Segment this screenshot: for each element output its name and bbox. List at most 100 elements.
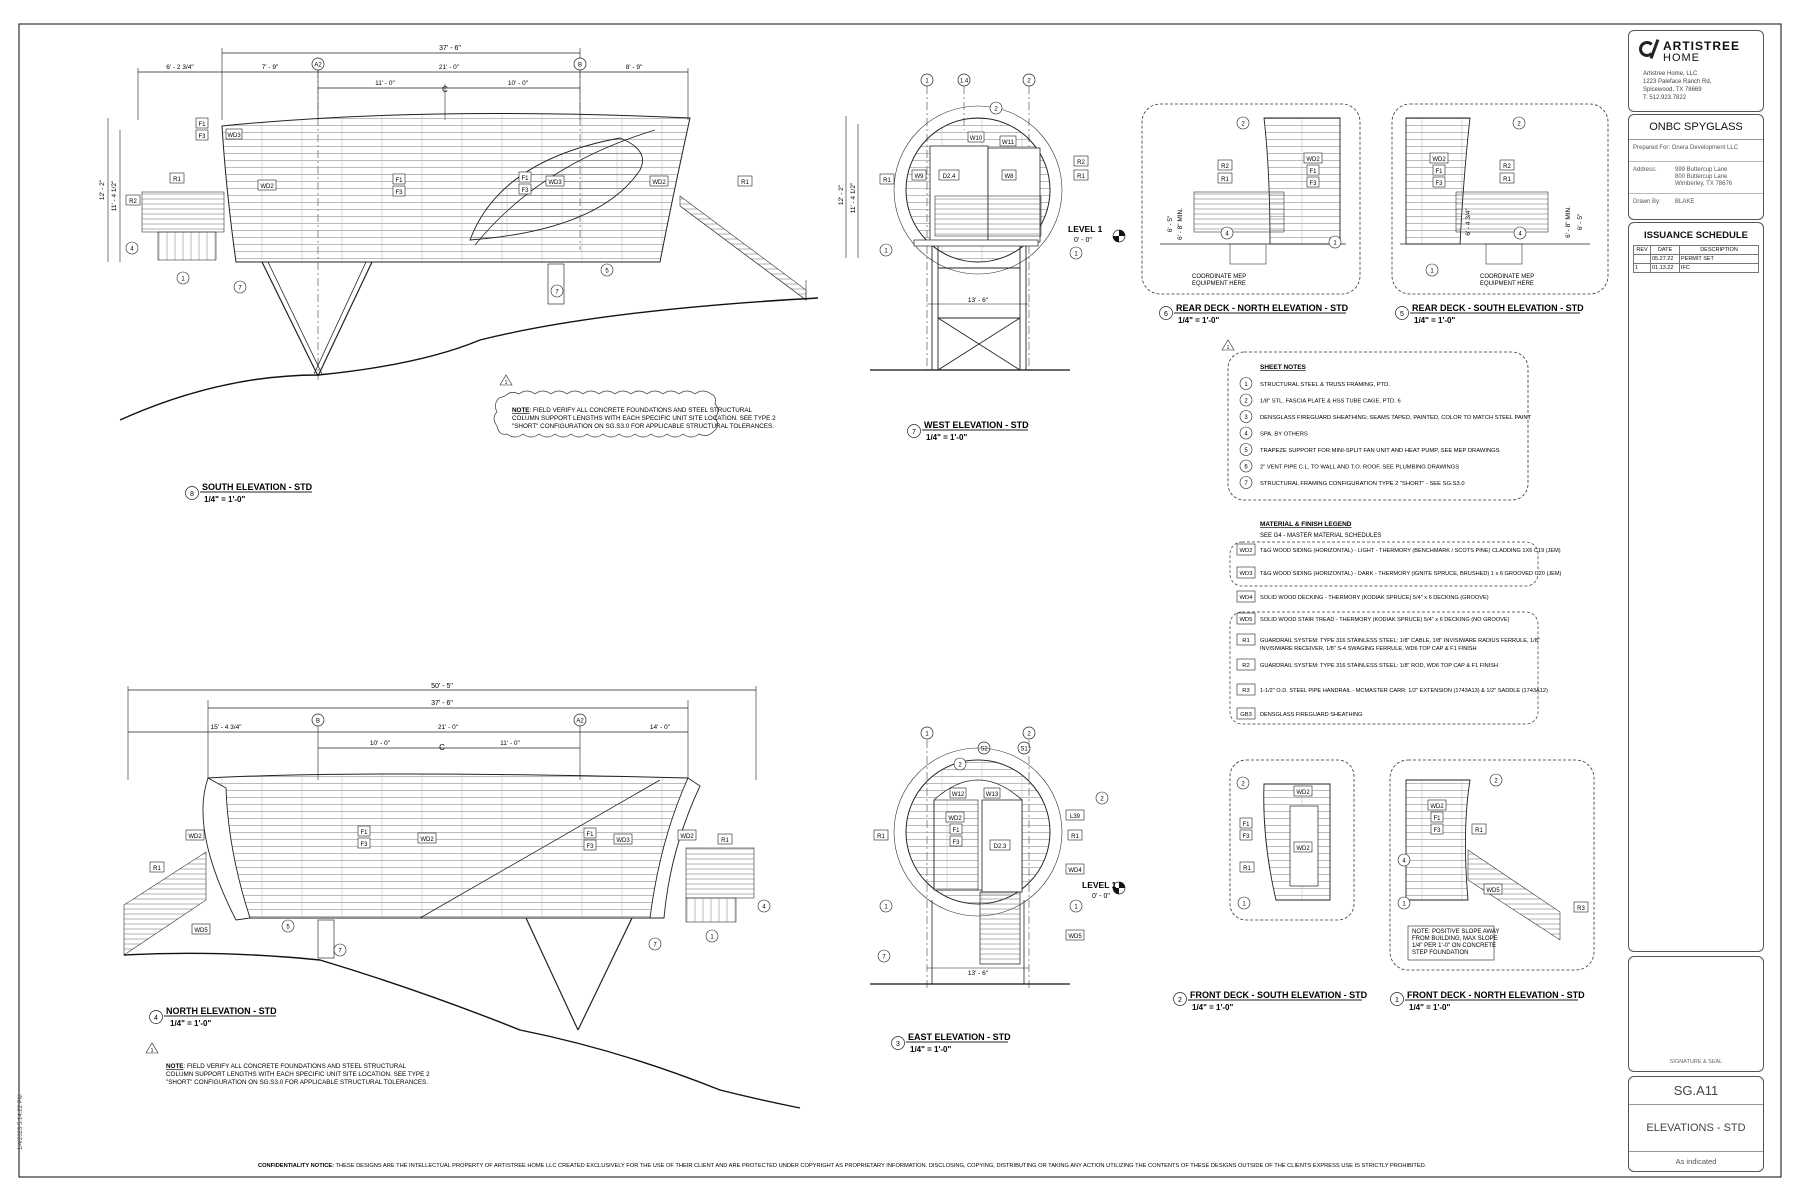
svg-text:R1: R1 — [173, 177, 181, 183]
svg-text:2: 2 — [994, 107, 998, 113]
svg-text:WD3: WD3 — [548, 180, 562, 186]
svg-text:5: 5 — [1244, 448, 1248, 454]
svg-text:STEP FOUNDATION: STEP FOUNDATION — [1412, 950, 1468, 956]
svg-text:W12: W12 — [952, 792, 965, 798]
svg-text:D2.3: D2.3 — [994, 844, 1007, 850]
dim-d6: 10' - 0" — [508, 80, 529, 87]
sheet-scale: As indicated — [1675, 1157, 1717, 1166]
svg-text:F3: F3 — [586, 844, 594, 850]
sheet-note-item: 6 2" VENT PIPE C.L. TO WALL AND T.O. ROOF… — [1239, 459, 1459, 473]
issuance-header-date: DATE — [1650, 245, 1680, 255]
project-title: ONBC SPYGLASS — [1649, 121, 1743, 133]
svg-text:WD2: WD2 — [652, 180, 666, 186]
svg-text:4: 4 — [1225, 232, 1229, 238]
svg-text:7: 7 — [338, 949, 342, 955]
svg-text:12' - 2": 12' - 2" — [99, 179, 106, 200]
company-name-1: ARTISTREE — [1663, 39, 1741, 53]
dim-d2: 7' - 9" — [262, 64, 279, 71]
company-name-2: HOME — [1663, 52, 1700, 64]
svg-text:F3: F3 — [360, 842, 368, 848]
svg-text:R1: R1 — [1243, 866, 1251, 872]
svg-text:WD5: WD5 — [1240, 617, 1253, 623]
svg-text:SEE G4 - MASTER MATERIAL SCHED: SEE G4 - MASTER MATERIAL SCHEDULES — [1260, 533, 1381, 539]
svg-text:EQUIPMENT HERE: EQUIPMENT HERE — [1480, 281, 1534, 287]
svg-text:GUARDRAIL SYSTEM: TYPE 316 STA: GUARDRAIL SYSTEM: TYPE 316 STAINLESS STE… — [1260, 638, 1540, 644]
svg-text:COLUMN SUPPORT LENGTHS WITH EA: COLUMN SUPPORT LENGTHS WITH EACH SPECIFI… — [512, 415, 776, 422]
issuance-title: ISSUANCE SCHEDULE — [1644, 230, 1748, 241]
svg-text:11' - 4 1/2": 11' - 4 1/2" — [111, 180, 118, 211]
south-title: SOUTH ELEVATION - STD — [202, 482, 313, 492]
svg-text:1/4" = 1'-0": 1/4" = 1'-0" — [204, 495, 245, 504]
svg-text:7: 7 — [555, 290, 559, 296]
svg-text:2" VENT PIPE C.L. TO WALL AND: 2" VENT PIPE C.L. TO WALL AND T.O. ROOF,… — [1260, 465, 1459, 471]
prepared-for: Prepared For: Onera Development LLC — [1633, 145, 1739, 151]
svg-text:8: 8 — [190, 491, 194, 498]
company-address-2: Spicewood, TX 78669 — [1643, 87, 1702, 93]
svg-text:FROM BUILDING, MAX SLOPE: FROM BUILDING, MAX SLOPE — [1412, 936, 1498, 942]
svg-text:WD4: WD4 — [1068, 868, 1082, 874]
svg-text:1: 1 — [884, 249, 888, 255]
svg-text:1: 1 — [1244, 382, 1248, 388]
svg-text:1: 1 — [925, 79, 929, 85]
svg-text:1/4" = 1'-0": 1/4" = 1'-0" — [170, 1019, 211, 1028]
svg-text:WD2: WD2 — [188, 834, 202, 840]
svg-text:F3: F3 — [198, 134, 206, 140]
svg-text:4: 4 — [130, 247, 134, 253]
company-legal: Artistree Home, LLC — [1643, 71, 1698, 77]
logo-mark-icon — [1639, 41, 1655, 57]
svg-text:WD3: WD3 — [227, 133, 241, 139]
svg-text:R1: R1 — [153, 866, 161, 872]
svg-text:S2: S2 — [980, 747, 988, 753]
svg-text:WD2: WD2 — [260, 184, 274, 190]
sheet-border — [18, 23, 1782, 1178]
svg-text:WD2: WD2 — [1296, 846, 1310, 852]
svg-text:1/8" STL. FASCIA PLATE & HSS T: 1/8" STL. FASCIA PLATE & HSS TUBE CAGE, … — [1260, 399, 1401, 405]
svg-text:STRUCTURAL FRAMING CONFIGURATI: STRUCTURAL FRAMING CONFIGURATION TYPE 2 … — [1260, 481, 1465, 487]
svg-text:NOTE: FIELD VERIFY ALL CONCRET: NOTE: FIELD VERIFY ALL CONCRETE FOUNDATI… — [166, 1063, 407, 1070]
material-legend: MATERIAL & FINISH LEGEND SEE G4 - MASTER… — [1229, 521, 1562, 725]
svg-text:11' - 0": 11' - 0" — [500, 740, 520, 747]
svg-text:6: 6 — [1244, 465, 1248, 471]
svg-text:C: C — [442, 85, 448, 94]
issuance-header-desc: DESCRIPTION — [1679, 245, 1759, 255]
svg-text:F1: F1 — [586, 832, 594, 838]
svg-text:WD5: WD5 — [1486, 888, 1500, 894]
svg-text:R1: R1 — [1071, 834, 1079, 840]
svg-text:WD2: WD2 — [420, 837, 434, 843]
svg-text:7: 7 — [1244, 481, 1248, 487]
rear-north-title: REAR DECK - NORTH ELEVATION - STD — [1176, 303, 1349, 313]
issuance-row: 1 01.13.22 IFC — [1633, 263, 1759, 273]
svg-text:DENSGLASS FIREGUARD SHEATHING: DENSGLASS FIREGUARD SHEATHING — [1260, 712, 1362, 718]
svg-text:R2: R2 — [1503, 164, 1511, 170]
svg-text:WD2: WD2 — [948, 816, 962, 822]
svg-text:R3: R3 — [1577, 906, 1585, 912]
svg-text:11' - 4 1/2": 11' - 4 1/2" — [850, 182, 857, 213]
svg-text:1/4" = 1'-0": 1/4" = 1'-0" — [1409, 1003, 1450, 1012]
svg-text:B: B — [316, 719, 320, 725]
company-address-1: 1223 Paleface Ranch Rd, — [1643, 79, 1712, 85]
svg-text:R2: R2 — [1242, 663, 1249, 669]
svg-text:W11: W11 — [1002, 140, 1015, 146]
svg-text:2: 2 — [1241, 782, 1245, 788]
svg-text:2: 2 — [958, 763, 962, 769]
svg-text:1: 1 — [1333, 241, 1337, 247]
svg-text:SHEET NOTES: SHEET NOTES — [1260, 364, 1307, 371]
svg-text:6' - 8" MIN.: 6' - 8" MIN. — [1565, 206, 1572, 238]
svg-text:INVISIWARE RECEIVER, 1/8" S-4: INVISIWARE RECEIVER, 1/8" S-4 SWAGING FE… — [1260, 646, 1477, 652]
svg-text:F3: F3 — [1435, 181, 1443, 187]
svg-text:1: 1 — [884, 905, 888, 911]
title-block-sheet: SG.A11 ELEVATIONS - STD As indicated — [1628, 1076, 1764, 1172]
svg-text:7: 7 — [882, 955, 886, 961]
svg-text:WD2: WD2 — [680, 834, 694, 840]
svg-text:50' - 5": 50' - 5" — [431, 683, 453, 690]
confidentiality-notice: CONFIDENTIALITY NOTICE: THESE DESIGNS AR… — [258, 1163, 1427, 1169]
svg-text:1: 1 — [1430, 269, 1434, 275]
svg-text:R1: R1 — [883, 178, 891, 184]
svg-text:WD2: WD2 — [1430, 804, 1444, 810]
svg-text:R1: R1 — [1475, 828, 1483, 834]
